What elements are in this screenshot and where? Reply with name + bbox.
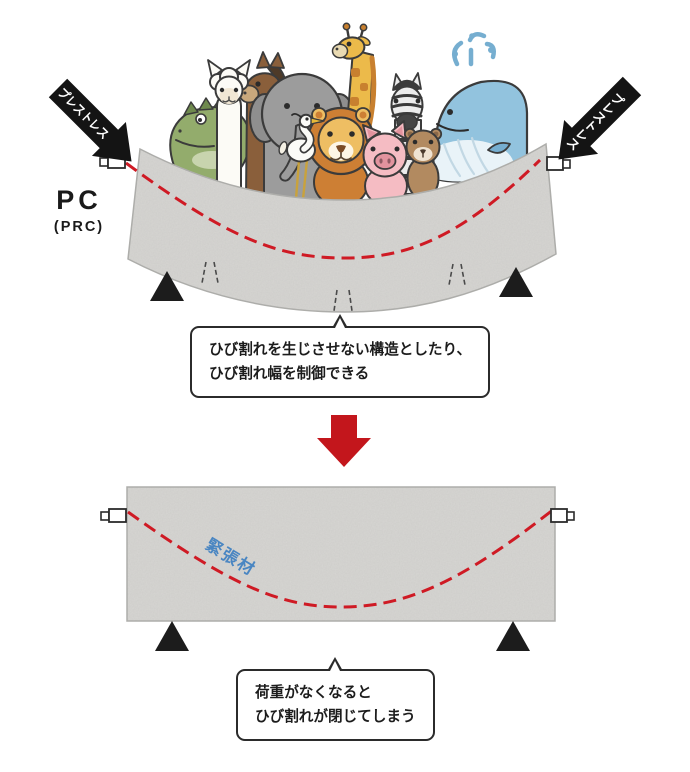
callout-bottom-line1: 荷重がなくなると: [255, 685, 372, 701]
transition-arrow-head: [317, 438, 371, 467]
callout-top-line2: ひび割れ幅を制御できる: [209, 366, 370, 383]
pig-icon: [362, 120, 408, 206]
egret-icon: [286, 112, 325, 201]
support-right-top: [499, 267, 533, 297]
concrete-texture-bottom: [127, 487, 555, 621]
support-left-top: [150, 271, 184, 301]
beam-type-sub: (PRC): [53, 218, 105, 235]
transition-arrow: [317, 415, 371, 467]
alpaca-icon: [207, 59, 251, 195]
callout-top: ひび割れを生じさせない構造としたり、 ひび割れ幅を制御できる: [190, 326, 491, 399]
tendon-curve-top: [125, 158, 542, 260]
prestress-label-left: プレストレス: [55, 85, 112, 142]
callout-bottom-line2: ひび割れが閉じてしまう: [255, 709, 416, 726]
tendon-curve-bottom: [127, 507, 555, 609]
anchor-plate-right-bottom: [550, 508, 575, 523]
callout-top-line1: ひび割れを生じさせない構造としたり、: [209, 342, 472, 358]
prestress-arrow-left-shape: [48, 78, 132, 162]
anchor-plate-right-top: [546, 156, 571, 171]
callout-bottom: 荷重がなくなると ひび割れが閉じてしまう: [236, 669, 435, 742]
unloaded-beam: 緊張材: [100, 486, 575, 651]
beam-type-label: PC (PRC): [36, 185, 122, 235]
beam-type-main: PC: [56, 185, 102, 215]
prestress-arrow-right-shape: [558, 76, 642, 160]
prestress-label-right: プレストレス: [563, 89, 626, 152]
whale-spout-icon: [452, 31, 496, 67]
transition-arrow-shaft: [331, 415, 357, 440]
crack-marks: [201, 261, 466, 312]
anchor-plate-left-bottom: [100, 508, 127, 523]
prestress-arrow-left: プレストレス: [48, 78, 132, 162]
support-right-bottom: [496, 621, 530, 651]
lion-icon: [306, 106, 376, 208]
support-left-bottom: [155, 621, 189, 651]
animals-group: [169, 22, 529, 208]
